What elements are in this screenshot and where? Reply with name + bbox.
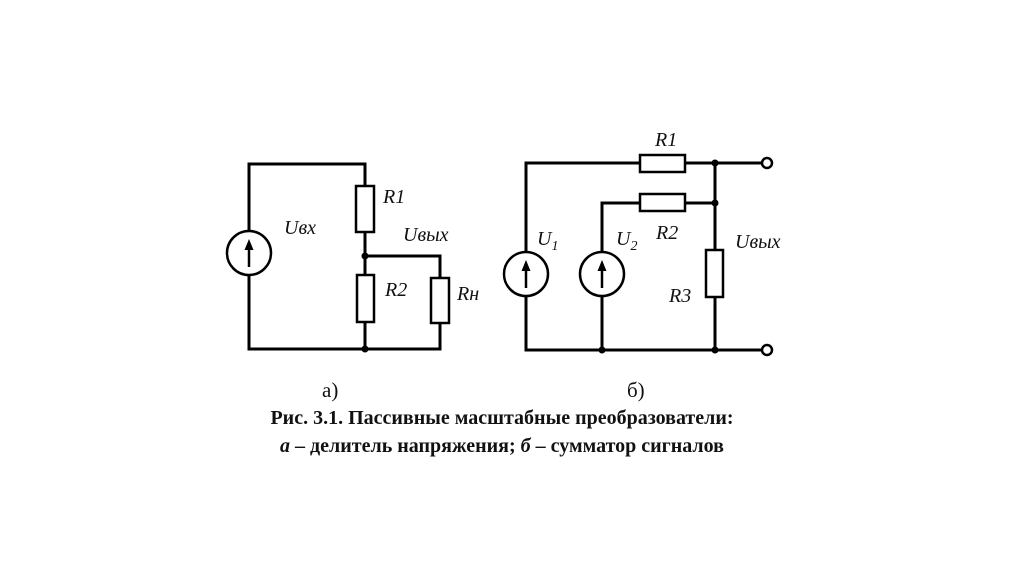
junction-node <box>361 252 369 260</box>
voltage-source-u2 <box>578 250 626 298</box>
junction-node <box>361 345 369 353</box>
junction-node <box>711 346 719 354</box>
wire-a-left-bottom <box>247 273 442 351</box>
voltage-source-u1 <box>502 250 550 298</box>
resistor-a-r1 <box>354 184 376 234</box>
wire-b-bottom <box>524 294 764 352</box>
resistor-b-r3 <box>704 248 725 299</box>
arrow-up-icon <box>521 260 531 271</box>
resistor-b-r2 <box>638 192 687 213</box>
label-r3: R3 <box>668 285 691 307</box>
wire-b-u2 <box>600 201 642 254</box>
wire-a-load-top <box>363 254 442 280</box>
label-u2: U2 <box>616 228 637 254</box>
junction-node <box>598 346 606 354</box>
figure-caption: Рис. 3.1. Пассивные масштабные преобразо… <box>270 407 733 457</box>
caption-line-1: Рис. 3.1. Пассивные масштабные преобразо… <box>270 407 733 429</box>
label-r2: R2 <box>655 222 678 244</box>
wire-b-top <box>524 161 642 254</box>
diagram-b-signal-adder: R1 R2 R3 Uвых U1 U2 б) <box>502 129 781 402</box>
label-r1: R1 <box>382 186 405 208</box>
label-r2: R2 <box>384 279 407 301</box>
arrow-up-icon <box>244 239 254 250</box>
panel-label-a: а) <box>322 378 338 402</box>
label-rload: Rн <box>456 283 479 305</box>
arrow-up-icon <box>597 260 607 271</box>
caption-line-2: а – делитель напряжения; б – сумматор си… <box>280 435 724 457</box>
junction-node <box>711 159 719 167</box>
voltage-source-uin <box>225 229 273 277</box>
output-terminal-bottom <box>760 343 774 357</box>
resistor-b-r1 <box>638 153 687 174</box>
panel-label-b: б) <box>627 378 645 402</box>
output-terminal-top <box>760 156 774 170</box>
wire-a-top <box>247 162 367 233</box>
label-u1: U1 <box>537 228 558 254</box>
resistor-a-r2 <box>355 273 376 324</box>
label-uout: Uвых <box>403 224 449 246</box>
label-uin: Uвх <box>284 217 316 239</box>
label-uout: Uвых <box>735 231 781 253</box>
diagram-a-voltage-divider: Uвх R1 Uвых R2 Rн а) <box>225 162 479 402</box>
resistor-a-rload <box>429 276 451 325</box>
junction-node <box>711 199 719 207</box>
label-r1: R1 <box>654 129 677 151</box>
